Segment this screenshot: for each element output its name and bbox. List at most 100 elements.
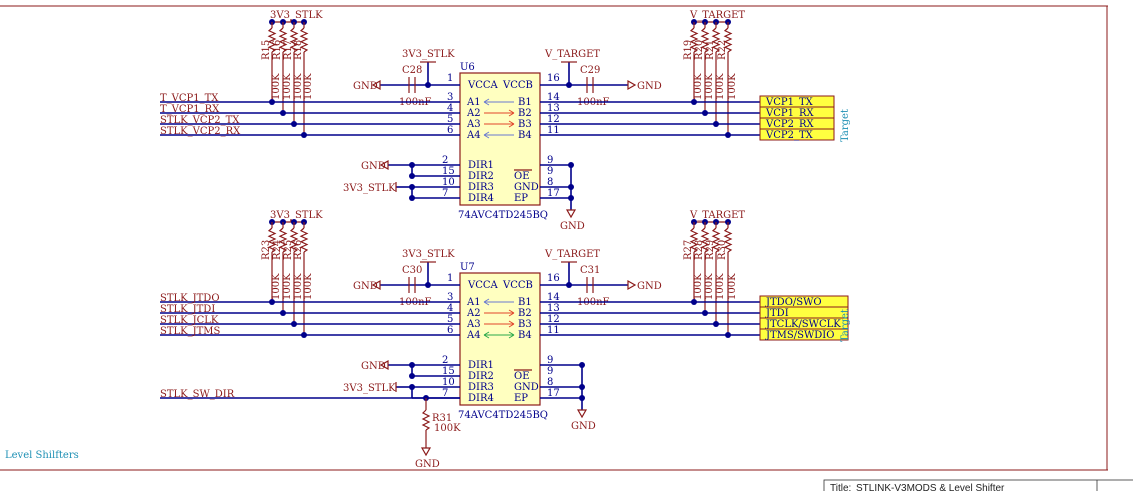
pin-number: 16 (547, 73, 560, 84)
pin-name: OE (514, 371, 530, 382)
pin-name: GND (514, 382, 539, 393)
pin-name: A2 (466, 108, 481, 119)
direction-arrow (483, 98, 514, 106)
pin-number: 15 (442, 366, 455, 377)
ground-label: GND (353, 81, 378, 92)
resistor-value: 100K (434, 423, 461, 434)
pin-name: B2 (518, 108, 532, 119)
port-label: VCP2_TX (765, 130, 814, 141)
resistor-value: 100K (303, 73, 314, 100)
pullup-resistor (289, 227, 299, 253)
pin-name: DIR2 (468, 371, 494, 382)
capacitor-ref: C29 (580, 65, 600, 76)
net-label: STLK_JTDI (160, 304, 215, 315)
ground-symbol (576, 409, 588, 419)
pullup-resistor (289, 27, 299, 53)
ic-body (459, 272, 541, 406)
resistor-value: 100K (715, 273, 726, 300)
pin-name: OE (514, 171, 530, 182)
pin-name: DIR3 (468, 182, 494, 193)
pin-number: 12 (547, 114, 560, 125)
pin-name: VCCA (467, 280, 499, 291)
net-label: STLK_JTMS (160, 326, 221, 337)
junction-dot (566, 82, 572, 88)
supply-label: 3V3_STLK (402, 249, 455, 260)
ground-symbol (371, 79, 381, 91)
pin-name: VCCB (502, 280, 533, 291)
resistor-ref: R30 (717, 240, 728, 260)
junction-dot (579, 384, 585, 390)
capacitor-ref: C28 (402, 65, 422, 76)
capacitor-ref: C30 (402, 265, 422, 276)
pin-number: 11 (547, 125, 560, 136)
pullup-resistor (278, 27, 288, 53)
pin-number: 3 (447, 292, 453, 303)
sheet-label: Level Shilfters (5, 450, 79, 461)
port-label: JTMS/SWDIO (765, 330, 834, 341)
pullup-resistor (723, 27, 733, 53)
ground-symbol (565, 209, 577, 219)
port-label: JTDI (765, 308, 789, 319)
ground-symbol (627, 279, 637, 291)
pin-name: A3 (466, 319, 481, 330)
resistor-ref: R22 (717, 40, 728, 60)
pullup-resistor (267, 27, 277, 53)
level-shifter-u6: 3V3_STLKR15100KR16100KR17100KR18100KV_TA… (160, 10, 851, 232)
junction-dot (425, 82, 431, 88)
pullup-resistor (711, 227, 721, 253)
resistor-value: 100K (282, 273, 293, 300)
resistor-value: 100K (293, 73, 304, 100)
resistor-ref: R31 (432, 413, 452, 424)
pin-number: 13 (547, 303, 560, 314)
pin-number: 9 (547, 366, 553, 377)
supply-label: 3V3_STLK (343, 383, 396, 394)
pin-number: 9 (547, 166, 553, 177)
pin-number: 13 (547, 103, 560, 114)
resistor-ref: R18 (293, 40, 304, 60)
direction-arrow (484, 109, 515, 117)
resistor-ref: R17 (283, 40, 294, 60)
junction-dot (409, 173, 415, 179)
ground-label: GND (361, 361, 386, 372)
pin-name: A3 (466, 119, 481, 130)
junction-dot (425, 282, 431, 288)
resistor-ref: R20 (694, 40, 705, 60)
pin-name: DIR2 (468, 171, 494, 182)
pin-number: 10 (442, 177, 455, 188)
resistor-ref: R21 (705, 40, 716, 60)
ground-label: GND (415, 459, 440, 470)
pin-number: 11 (547, 325, 560, 336)
resistor-ref: R25 (283, 240, 294, 260)
port-label: VCP2_RX (765, 119, 814, 130)
port-box (759, 128, 835, 141)
pullup-resistor (700, 227, 710, 253)
junction-dot (409, 373, 415, 379)
net-label: STLK_VCP2_TX (160, 115, 240, 126)
port-label: JTCLK/SWCLK (765, 319, 841, 330)
title-value: STLINK-V3MODS & Level Shifter (856, 483, 1005, 491)
capacitor-ref: C31 (580, 265, 600, 276)
pin-number: 1 (447, 73, 453, 84)
pin-number: 6 (447, 325, 453, 336)
net-label: STLK_SW_DIR (160, 389, 235, 400)
resistor-value: 100K (271, 273, 282, 300)
pin-number: 17 (547, 388, 560, 399)
pin-name: GND (514, 182, 539, 193)
resistor-ref: R16 (272, 40, 283, 60)
resistor-value: 100K (271, 73, 282, 100)
ground-label: GND (361, 161, 386, 172)
resistor-value: 100K (693, 73, 704, 100)
resistor-value: 100K (715, 73, 726, 100)
resistor-value: 100K (727, 273, 738, 300)
pin-name: A1 (466, 297, 481, 308)
pin-name: VCCA (467, 80, 499, 91)
resistor-ref: R23 (261, 240, 272, 260)
pin-number: 10 (442, 377, 455, 388)
junction-dot (568, 184, 574, 190)
pin-number: 15 (442, 166, 455, 177)
supply-label: V_TARGET (544, 249, 600, 260)
ic-part: 74AVC4TD245BQ (458, 410, 548, 421)
junction-dot (409, 195, 415, 201)
net-label: T_VCP1_TX (160, 93, 219, 104)
